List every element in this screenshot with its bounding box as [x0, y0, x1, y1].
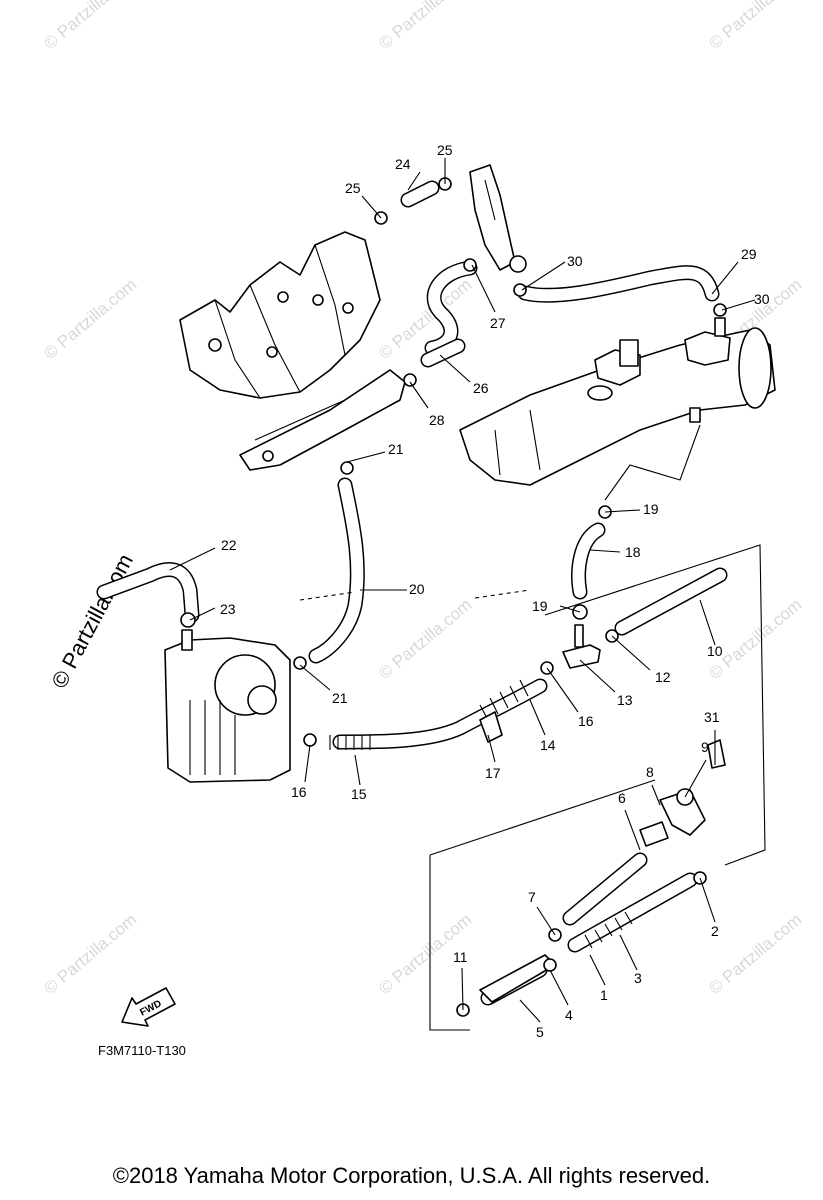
- callout-30-upper: 30: [567, 253, 583, 269]
- watermark: © Partzilla.com: [40, 275, 140, 363]
- callout-7: 7: [528, 889, 536, 905]
- callout-29: 29: [741, 246, 757, 262]
- callout-19-upper: 19: [643, 501, 659, 517]
- watermark: © Partzilla.com: [375, 0, 475, 53]
- pump-body: [164, 629, 291, 783]
- fwd-arrow-icon: FWD: [121, 987, 176, 1027]
- callout-12: 12: [655, 669, 671, 685]
- callout-17: 17: [485, 765, 501, 781]
- callout-21-upper: 21: [388, 441, 404, 457]
- callout-16-left: 16: [291, 784, 307, 800]
- callout-19-lower: 19: [532, 598, 548, 614]
- callout-8: 8: [646, 764, 654, 780]
- watermark: © Partzilla.com: [705, 0, 805, 53]
- callout-9: 9: [701, 739, 709, 755]
- boundary-lines: [299, 424, 766, 1031]
- copyright-notice: ©2018 Yamaha Motor Corporation, U.S.A. A…: [112, 1163, 711, 1188]
- leader-lines: [169, 158, 756, 1023]
- callout-30-lower: 30: [754, 291, 770, 307]
- callout-22: 22: [221, 537, 237, 553]
- watermark: © Partzilla.com: [375, 595, 475, 683]
- callout-31: 31: [704, 709, 720, 725]
- callout-15: 15: [351, 786, 367, 802]
- callout-25-left: 25: [345, 180, 361, 196]
- callout-16-right: 16: [578, 713, 594, 729]
- watermark: © Partzilla.com: [40, 0, 140, 53]
- figure-code: F3M7110-T130: [98, 1043, 186, 1058]
- watermark: © Partzilla.com: [40, 910, 140, 998]
- callout-26: 26: [473, 380, 489, 396]
- callout-28: 28: [429, 412, 445, 428]
- callout-layer: 1 2 3 4 5 6 7 8 9 10 11 12 13 14 15 16 1…: [220, 142, 770, 1040]
- callout-21-lower: 21: [332, 690, 348, 706]
- callout-13: 13: [617, 692, 633, 708]
- side-watermark: © Partzilla.com: [46, 550, 138, 693]
- callout-10: 10: [707, 643, 723, 659]
- watermark-layer: © Partzilla.com © Partzilla.com © Partzi…: [40, 0, 805, 998]
- callout-24: 24: [395, 156, 411, 172]
- callout-23: 23: [220, 601, 236, 617]
- callout-6: 6: [618, 790, 626, 806]
- watermark: © Partzilla.com: [705, 595, 805, 683]
- callout-3: 3: [634, 970, 642, 986]
- callout-20: 20: [409, 581, 425, 597]
- callout-5: 5: [536, 1024, 544, 1040]
- callout-25-right: 25: [437, 142, 453, 158]
- callout-18: 18: [625, 544, 641, 560]
- callout-27: 27: [490, 315, 506, 331]
- callout-2: 2: [711, 923, 719, 939]
- exhaust-manifold: [179, 231, 406, 471]
- hose-layer: [96, 180, 728, 1006]
- muffler: [459, 317, 776, 486]
- callout-11: 11: [453, 949, 468, 965]
- callout-14: 14: [540, 737, 556, 753]
- watermark: © Partzilla.com: [705, 910, 805, 998]
- callout-4: 4: [565, 1007, 573, 1023]
- callout-1: 1: [600, 987, 608, 1003]
- water-bracket: [469, 164, 527, 273]
